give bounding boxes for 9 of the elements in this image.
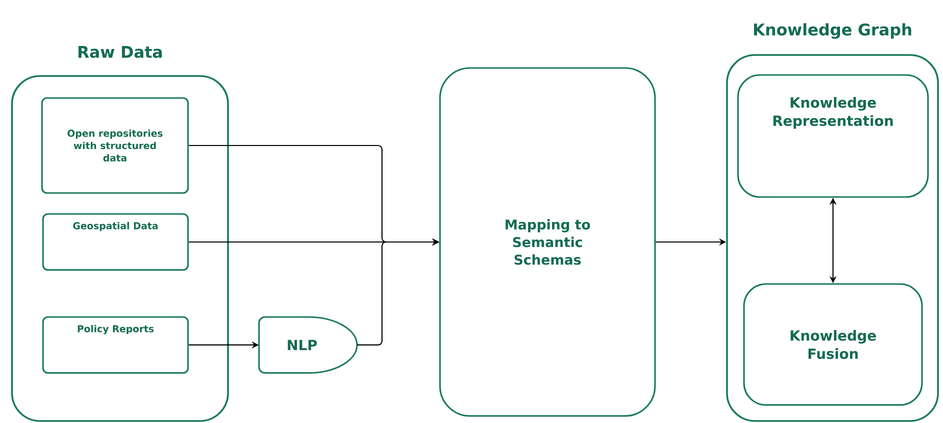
node-label: Knowledge Graph bbox=[754, 23, 912, 39]
process-box: Knowledge Representation bbox=[737, 74, 929, 198]
process-box: Mapping to Semantic Schemas bbox=[439, 67, 656, 417]
process-shape: NLP bbox=[258, 316, 358, 374]
process-box: Knowledge Fusion bbox=[743, 283, 923, 406]
node-label: Raw Data bbox=[78, 46, 162, 58]
process-box: Policy Reports bbox=[42, 316, 189, 374]
process-box: Geospatial Data bbox=[42, 213, 189, 271]
process-box: Open repositories with structured data bbox=[41, 97, 189, 194]
